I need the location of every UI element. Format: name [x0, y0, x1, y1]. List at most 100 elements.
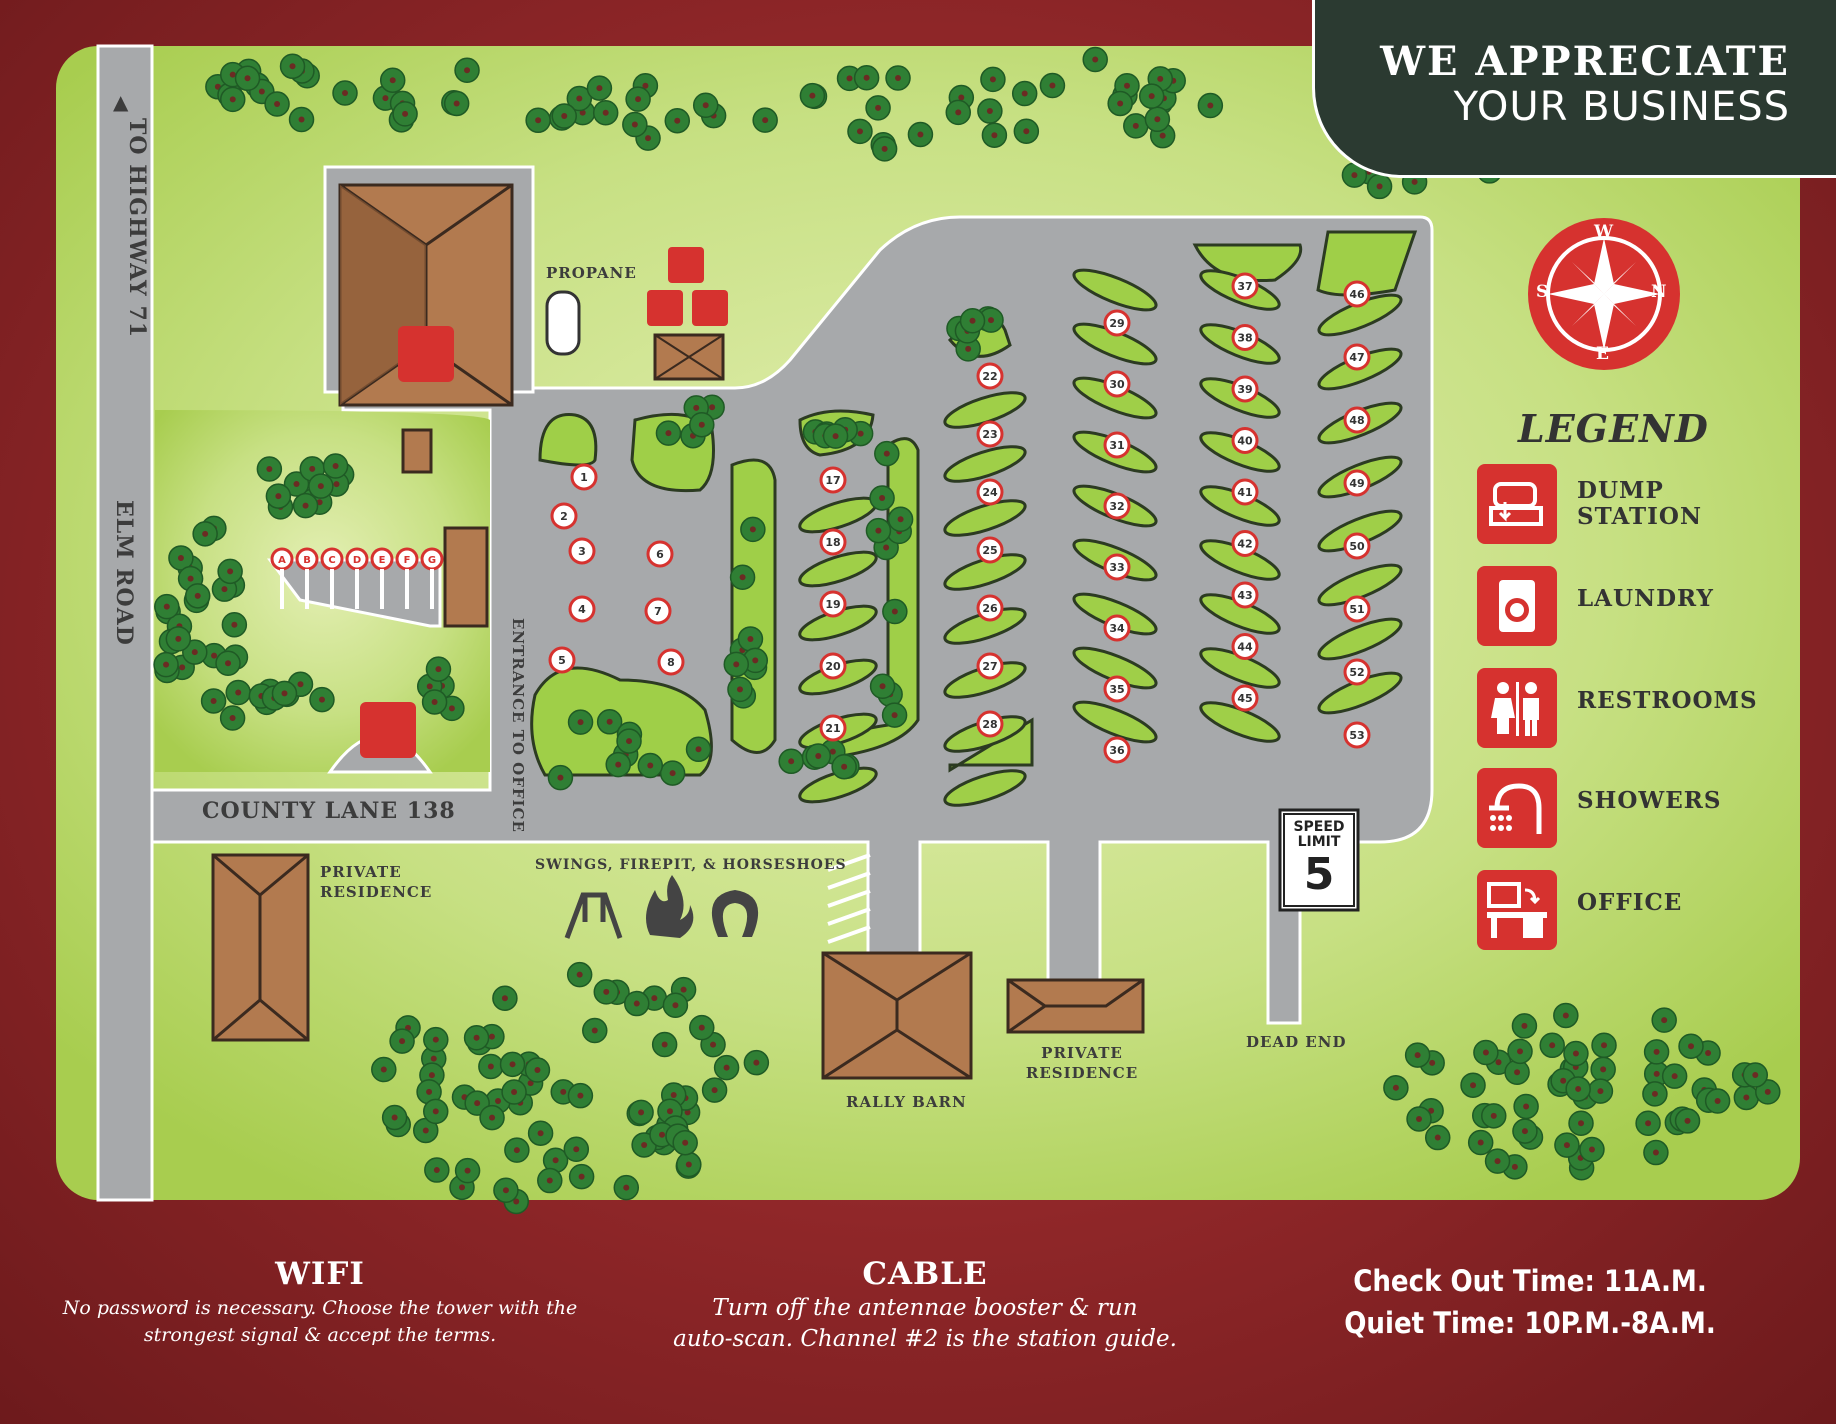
site-marker[interactable] — [1231, 530, 1259, 557]
site-marker[interactable] — [1103, 553, 1131, 581]
rv-pad — [798, 550, 878, 588]
tree — [907, 121, 934, 148]
parking-stripes — [827, 853, 871, 944]
site-marker[interactable] — [550, 502, 578, 530]
tree — [308, 473, 334, 499]
site-marker[interactable] — [1231, 684, 1259, 712]
site-marker[interactable] — [1343, 721, 1371, 749]
tree — [525, 107, 551, 134]
site-marker[interactable] — [568, 595, 596, 623]
site-marker[interactable] — [976, 536, 1004, 564]
site-number: 39 — [1237, 383, 1252, 396]
site-marker[interactable] — [1231, 272, 1259, 300]
site-marker[interactable] — [819, 466, 847, 494]
site-marker[interactable] — [657, 648, 685, 676]
tree — [624, 990, 650, 1017]
tree — [685, 736, 712, 763]
tent-cabin — [443, 526, 489, 628]
tree — [701, 1077, 728, 1103]
tree — [153, 651, 179, 678]
site-marker[interactable] — [819, 714, 847, 742]
legend-label: RESTROOMS — [1577, 687, 1758, 714]
site-marker[interactable] — [1343, 406, 1371, 434]
propane-tank — [545, 290, 581, 356]
site-number: 36 — [1109, 744, 1125, 757]
showers-icon — [1477, 768, 1557, 848]
legend-restrooms: RESTROOMS — [1477, 668, 1817, 748]
site-marker[interactable] — [1103, 736, 1131, 764]
site-marker[interactable] — [548, 646, 576, 674]
site-marker[interactable] — [976, 362, 1004, 390]
site-marker[interactable] — [1103, 492, 1131, 520]
site-marker[interactable] — [819, 652, 847, 680]
site-number: 30 — [1109, 378, 1125, 391]
tree — [1674, 1108, 1701, 1134]
tree — [1635, 1110, 1661, 1137]
tree — [743, 1049, 770, 1076]
tree — [778, 748, 804, 775]
site-marker[interactable] — [976, 478, 1004, 506]
tree — [381, 1104, 408, 1131]
tree — [1107, 90, 1133, 117]
tree — [1082, 46, 1108, 73]
tree — [1733, 1084, 1760, 1111]
site-marker[interactable] — [976, 652, 1004, 680]
site-markers: 1234567817181920212223242526272829303132… — [548, 272, 1371, 764]
site-marker[interactable] — [1103, 614, 1131, 642]
speed-line-1: SPEED — [1293, 819, 1345, 835]
site-marker[interactable] — [1231, 375, 1259, 403]
legend-laundry: LAUNDRY — [1477, 566, 1817, 646]
site-marker[interactable] — [976, 420, 1004, 448]
site-number: 51 — [1349, 603, 1364, 616]
rv-pad — [1072, 268, 1158, 312]
tree — [593, 979, 620, 1005]
tree — [662, 992, 689, 1018]
site-marker[interactable] — [1343, 532, 1371, 560]
site-marker[interactable] — [1231, 427, 1259, 454]
tree — [869, 673, 896, 700]
site-marker[interactable] — [1343, 658, 1371, 686]
site-marker[interactable] — [1343, 280, 1371, 308]
site-number: 1 — [580, 471, 588, 484]
site-marker[interactable] — [1103, 370, 1131, 398]
site-marker[interactable] — [1231, 581, 1259, 609]
tree — [1642, 1081, 1668, 1107]
site-marker[interactable] — [1343, 595, 1371, 623]
tree — [1039, 72, 1066, 99]
tree — [192, 521, 218, 547]
site-number: 34 — [1109, 622, 1125, 635]
tree — [664, 107, 691, 134]
site-marker[interactable] — [1343, 469, 1371, 497]
tree — [566, 961, 593, 988]
small-cabin — [401, 428, 433, 474]
site-marker[interactable] — [1231, 478, 1259, 506]
tree — [871, 136, 898, 162]
site-number: 4 — [578, 603, 586, 616]
tree — [805, 743, 832, 769]
tree — [292, 492, 319, 519]
site-marker[interactable] — [646, 540, 674, 568]
tree — [1554, 1132, 1580, 1158]
site-marker[interactable] — [1103, 309, 1131, 337]
compass-s: S — [1536, 282, 1550, 302]
tree — [874, 440, 900, 467]
site-marker[interactable] — [976, 710, 1004, 738]
site-marker[interactable] — [644, 597, 672, 625]
site-marker[interactable] — [570, 463, 598, 491]
site-marker[interactable] — [1343, 343, 1371, 371]
tree — [568, 1163, 595, 1190]
highway-label: TO HIGHWAY 71 — [124, 118, 150, 339]
camp-times: Check Out Time: 11A.M. Quiet Time: 10P.M… — [1340, 1260, 1720, 1344]
laundry-map-icon — [668, 247, 704, 283]
site-marker[interactable] — [1231, 324, 1259, 351]
site-marker[interactable] — [1103, 431, 1131, 459]
site-marker[interactable] — [819, 528, 847, 556]
site-marker[interactable] — [976, 594, 1004, 622]
tree — [1579, 1136, 1605, 1163]
tree — [184, 583, 211, 609]
site-marker[interactable] — [1103, 675, 1131, 703]
tree — [881, 702, 908, 728]
site-marker[interactable] — [568, 537, 596, 565]
site-marker[interactable] — [819, 590, 847, 618]
site-marker[interactable] — [1231, 633, 1259, 660]
